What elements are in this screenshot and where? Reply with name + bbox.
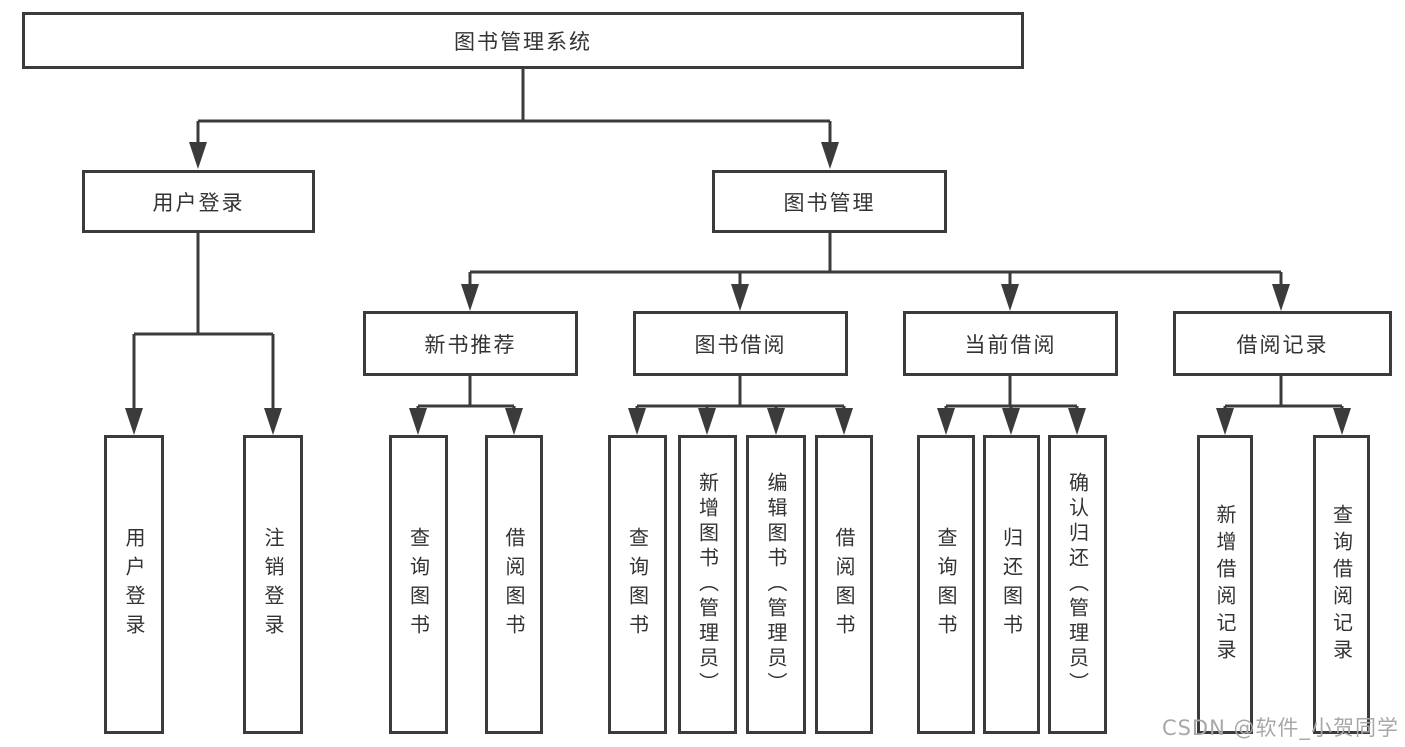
leaf-confirm-return-admin: 确认归还（管理员）	[1048, 435, 1107, 734]
node-borrow-records: 借阅记录	[1173, 311, 1392, 376]
node-book-management: 图书管理	[712, 170, 947, 233]
node-system-root: 图书管理系统	[22, 12, 1024, 69]
leaf-logout: 注销登录	[243, 435, 303, 734]
leaf-query-books-current: 查询图书	[917, 435, 975, 734]
leaf-add-borrow-record: 新增借阅记录	[1197, 435, 1253, 734]
node-current-borrow: 当前借阅	[903, 311, 1118, 376]
node-book-borrow: 图书借阅	[633, 311, 848, 376]
leaf-query-borrow-record: 查询借阅记录	[1313, 435, 1370, 734]
node-new-book-recommend: 新书推荐	[363, 311, 578, 376]
node-user-login: 用户登录	[82, 170, 315, 233]
leaf-add-books-admin: 新增图书（管理员）	[678, 435, 737, 734]
leaf-query-books-borrow: 查询图书	[608, 435, 667, 734]
arrowhead-icons	[125, 142, 1351, 435]
leaf-query-books-recommend: 查询图书	[389, 435, 448, 734]
leaf-borrow-books: 借阅图书	[815, 435, 873, 734]
leaf-borrow-books-recommend: 借阅图书	[485, 435, 543, 734]
leaf-edit-books-admin: 编辑图书（管理员）	[746, 435, 806, 734]
leaf-user-login: 用户登录	[104, 435, 164, 734]
leaf-return-books: 归还图书	[983, 435, 1040, 734]
